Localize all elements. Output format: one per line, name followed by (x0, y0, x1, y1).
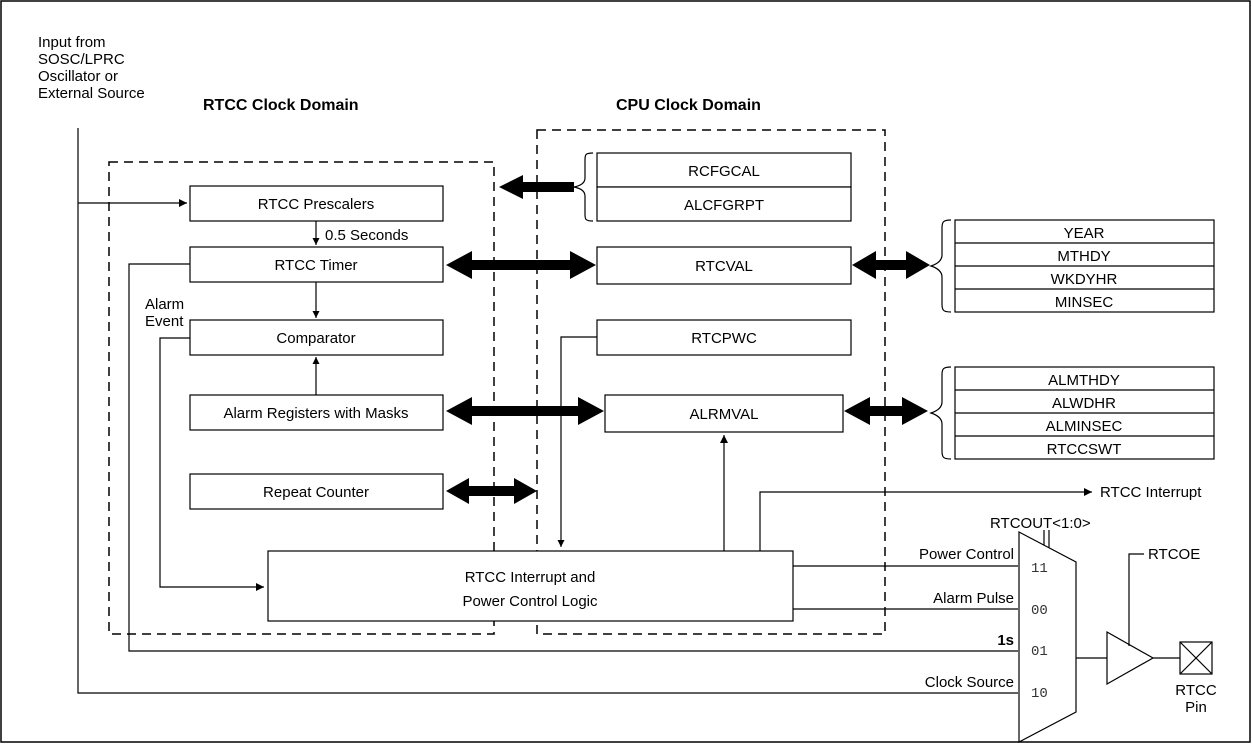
rtcpwc-to-logic-arrow (557, 336, 597, 547)
svg-text:Repeat Counter: Repeat Counter (263, 484, 369, 501)
svg-text:Input from: Input from (38, 34, 106, 51)
repeat-counter-block: Repeat Counter (189, 473, 444, 510)
alrmval-block: ALRMVAL (604, 394, 844, 433)
alwdhr-field: ALWDHR (1052, 395, 1116, 412)
svg-text:RTCC Prescalers: RTCC Prescalers (258, 196, 374, 213)
wkdyhr-field: WKDYHR (1051, 271, 1118, 288)
mux-code-11: 11 (1031, 561, 1048, 577)
alarm-alrmval-bus (446, 397, 604, 425)
rtcc-interrupt-label: RTCC Interrupt (1100, 484, 1202, 501)
svg-text:Power Control Logic: Power Control Logic (462, 593, 598, 610)
alrmval-fields-bus (844, 397, 928, 425)
rtcout-label: RTCOUT<1:0> (990, 515, 1091, 532)
clock-source-line (77, 128, 1018, 694)
rtcc-domain-title: RTCC Clock Domain (203, 97, 359, 114)
rtcc-prescalers-block: RTCC Prescalers (189, 185, 444, 222)
timer-rtcval-bus (446, 251, 596, 279)
clock-source-label: Clock Source (925, 674, 1014, 691)
cpu-clock-domain-box (536, 129, 886, 635)
alarm-event-arrow (159, 337, 264, 591)
one-second-label: 1s (997, 632, 1014, 649)
svg-text:RTCC Timer: RTCC Timer (274, 257, 357, 274)
mux-code-00: 00 (1031, 603, 1048, 619)
half-second-label: 0.5 Seconds (325, 227, 408, 244)
svg-text:External Source: External Source (38, 85, 145, 102)
rtcoe-enable-line (1128, 553, 1144, 646)
svg-text:Comparator: Comparator (276, 330, 355, 347)
one-second-line (128, 263, 1018, 652)
mux-code-01: 01 (1031, 644, 1048, 660)
rtcoe-label: RTCOE (1148, 546, 1200, 563)
rtcc-clock-domain-box (108, 161, 495, 635)
rtcval-fields-bus (852, 251, 930, 279)
repeat-counter-bus (446, 478, 537, 504)
rtcc-timer-block: RTCC Timer (189, 246, 444, 283)
alrmval-fields-group: ALMTHDY ALWDHR ALMINSEC RTCCSWT (929, 366, 1215, 460)
alarm-event-label: Alarm Event (145, 296, 184, 330)
rtcc-pin-label-1: RTCC (1175, 682, 1217, 699)
alarm-registers-block: Alarm Registers with Masks (189, 394, 444, 431)
alarm-pulse-label: Alarm Pulse (933, 590, 1014, 607)
output-mux: 11 00 01 10 (1018, 531, 1077, 743)
cpu-domain-title: CPU Clock Domain (616, 97, 761, 114)
svg-text:RTCC Interrupt and: RTCC Interrupt and (465, 569, 596, 586)
alcfgrpt-label: ALCFGRPT (684, 197, 764, 214)
svg-text:RTCVAL: RTCVAL (695, 258, 753, 275)
svg-text:Event: Event (145, 313, 184, 330)
rtcval-block: RTCVAL (596, 246, 852, 285)
power-control-label: Power Control (919, 546, 1014, 563)
interrupt-output-arrow (759, 488, 1092, 551)
year-field: YEAR (1064, 225, 1105, 242)
rtcc-pin-label-2: Pin (1185, 699, 1207, 716)
svg-text:ALRMVAL: ALRMVAL (690, 406, 759, 423)
svg-text:Alarm: Alarm (145, 296, 184, 313)
input-source-label: Input from SOSC/LPRC Oscillator or Exter… (38, 34, 145, 102)
config-registers-group: RCFGCAL ALCFGRPT (573, 152, 852, 222)
interrupt-logic-block: RTCC Interrupt and Power Control Logic (267, 550, 794, 622)
rtcval-fields-group: YEAR MTHDY WKDYHR MINSEC (929, 219, 1215, 313)
rcfgcal-label: RCFGCAL (688, 163, 760, 180)
rtccswt-field: RTCCSWT (1047, 441, 1122, 458)
svg-text:RTCPWC: RTCPWC (691, 330, 757, 347)
mthdy-field: MTHDY (1057, 248, 1110, 265)
mux-code-10: 10 (1031, 686, 1048, 702)
alminsec-field: ALMINSEC (1046, 418, 1123, 435)
comparator-block: Comparator (189, 319, 444, 356)
svg-text:Oscillator or: Oscillator or (38, 68, 118, 85)
output-buffer (1106, 630, 1155, 686)
config-to-rtcc-bus-arrow (499, 175, 574, 199)
almthdy-field: ALMTHDY (1048, 372, 1120, 389)
rtcpwc-block: RTCPWC (596, 319, 852, 356)
svg-text:Alarm Registers with Masks: Alarm Registers with Masks (223, 405, 408, 422)
minsec-field: MINSEC (1055, 294, 1114, 311)
svg-text:SOSC/LPRC: SOSC/LPRC (38, 51, 125, 68)
rtcc-pin (1179, 641, 1213, 675)
